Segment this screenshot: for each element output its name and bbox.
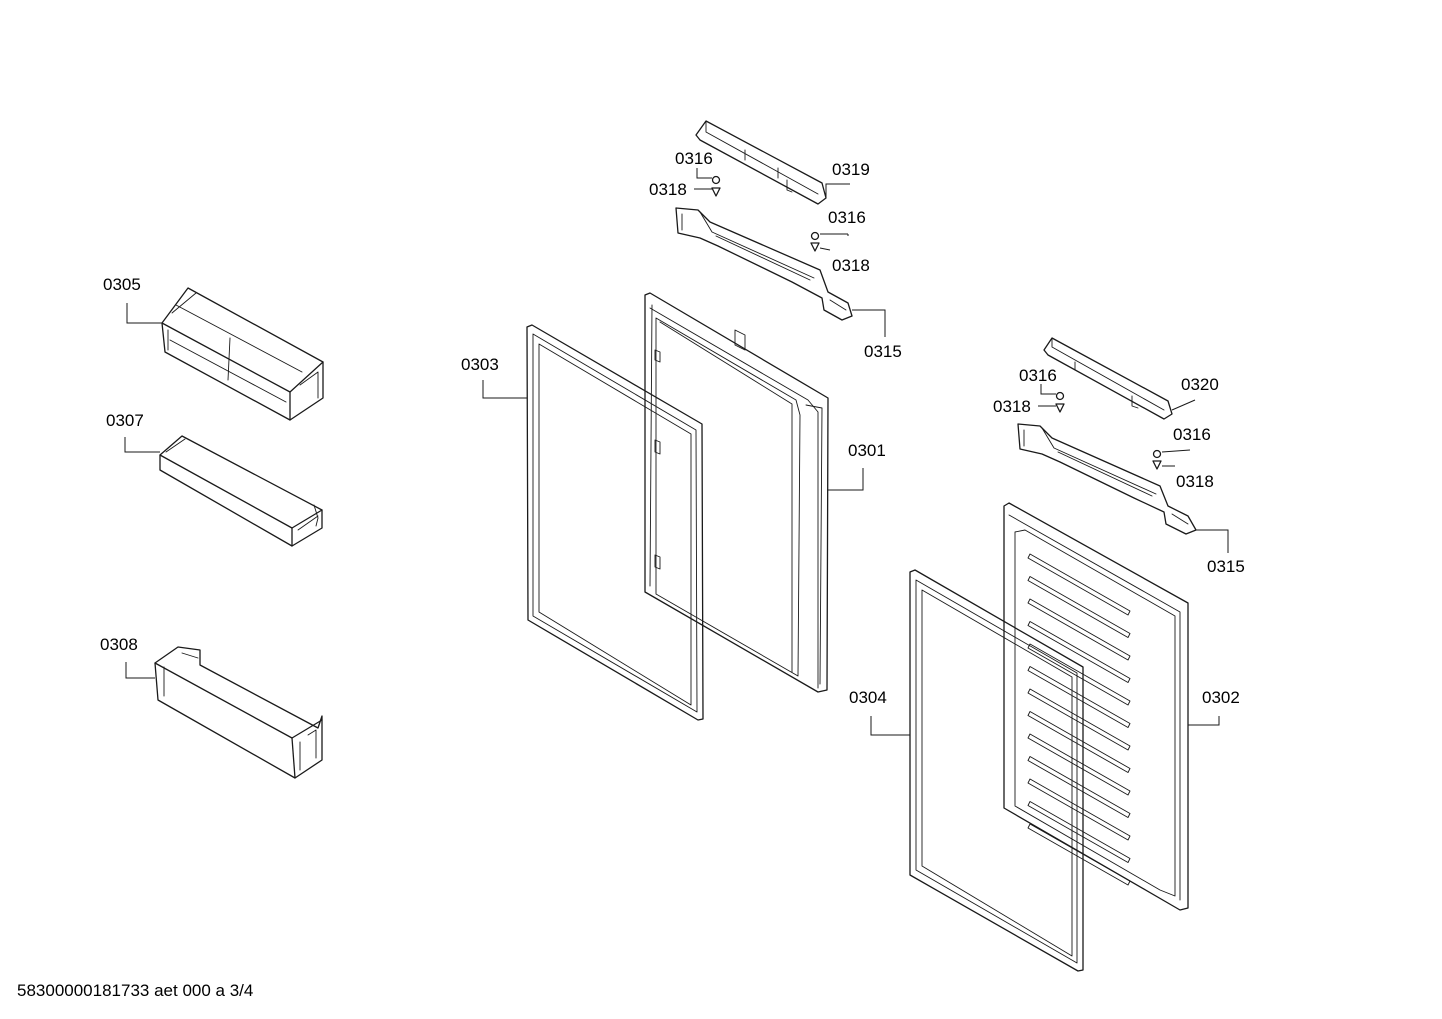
liner-rib [1027, 756, 1131, 818]
label-0302: 0302 [1202, 688, 1240, 707]
part-0315-upper-hinge-bracket [675, 207, 853, 321]
label-0315-lower: 0315 [1207, 557, 1245, 576]
label-0303: 0303 [461, 355, 499, 374]
label-0308: 0308 [100, 635, 138, 654]
liner-rib [1027, 643, 1131, 706]
label-0316-upper-left: 0316 [675, 149, 713, 168]
label-0316-lower-left: 0316 [1019, 366, 1057, 385]
liner-rib [1027, 711, 1131, 773]
label-0301: 0301 [848, 441, 886, 460]
part-0302-lower-door [1003, 502, 1189, 911]
hinge-screws [711, 175, 1162, 470]
liner-rib [1027, 801, 1131, 863]
leader-lines [124, 168, 1229, 736]
part-0315-lower-hinge-bracket [1017, 423, 1197, 535]
liner-rib [1027, 621, 1131, 683]
part-0308-large-door-shelf [154, 646, 323, 779]
label-0318-upper-left: 0318 [649, 180, 687, 199]
part-0304-lower-door-gasket [909, 569, 1084, 972]
callout-labels: 0305 0307 0308 0303 0301 0304 0302 0319 … [100, 149, 1245, 707]
label-0305: 0305 [103, 275, 141, 294]
label-0318-upper-right: 0318 [832, 256, 870, 275]
liner-ribs [1027, 553, 1131, 886]
label-0319: 0319 [832, 160, 870, 179]
label-0318-lower-left: 0318 [993, 397, 1031, 416]
part-0301-upper-door [644, 292, 829, 693]
liner-rib [1027, 688, 1131, 751]
label-0316-lower-right: 0316 [1173, 425, 1211, 444]
label-0307: 0307 [106, 411, 144, 430]
part-0305-butter-box [161, 287, 324, 421]
part-0307-small-door-shelf [159, 435, 323, 547]
liner-rib [1027, 576, 1131, 638]
label-0316-upper-right: 0316 [828, 208, 866, 227]
liner-rib [1027, 823, 1131, 886]
part-0320-lower-hinge-cover [1043, 337, 1173, 420]
label-0318-lower-right: 0318 [1176, 472, 1214, 491]
liner-rib [1027, 778, 1131, 841]
label-0320: 0320 [1181, 375, 1219, 394]
part-0303-upper-door-gasket [526, 324, 704, 721]
document-reference: 58300000181733 aet 000 a 3/4 [17, 981, 254, 1000]
label-0315-upper: 0315 [864, 342, 902, 361]
label-0304: 0304 [849, 688, 887, 707]
liner-rib [1027, 598, 1131, 661]
liner-rib [1027, 666, 1131, 728]
liner-rib [1027, 553, 1131, 616]
liner-rib [1027, 733, 1131, 796]
